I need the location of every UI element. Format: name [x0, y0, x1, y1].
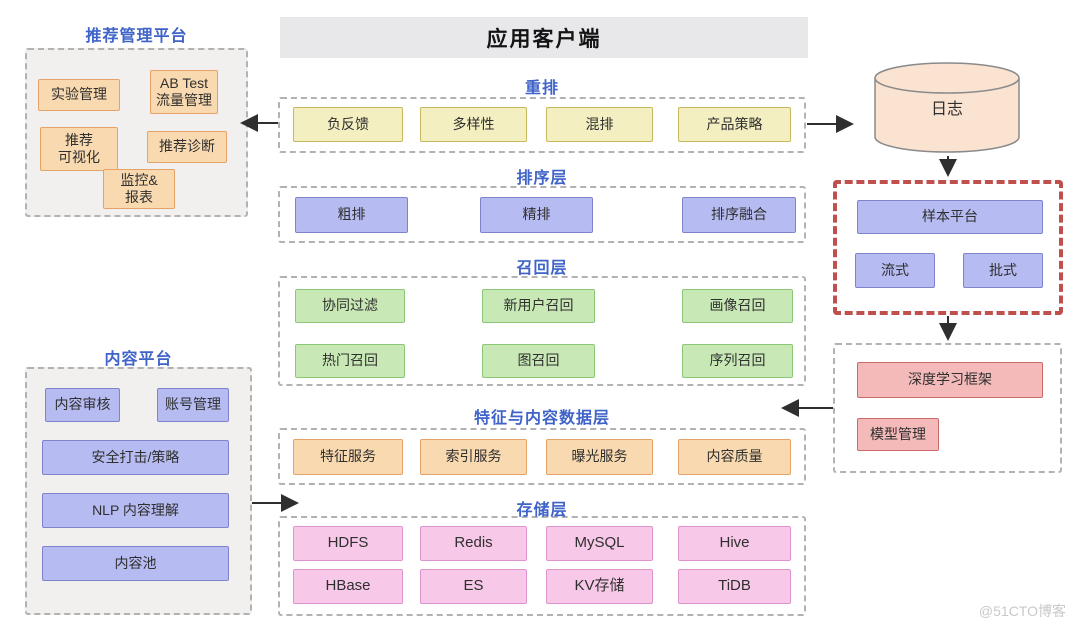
node-content-review: 内容审核: [45, 388, 120, 422]
node-account-management: 账号管理: [157, 388, 229, 422]
node-mixed-rank: 混排: [546, 107, 653, 142]
content-platform-title: 内容平台: [104, 351, 173, 368]
node-abtest-traffic: AB Test 流量管理: [150, 70, 218, 114]
node-diversity: 多样性: [420, 107, 527, 142]
node-feature-service: 特征服务: [293, 439, 403, 475]
node-graph-recall: 图召回: [482, 344, 595, 378]
node-hot-recall: 热门召回: [295, 344, 405, 378]
node-kv-storage: KV存储: [546, 569, 653, 604]
node-dl-framework: 深度学习框架: [857, 362, 1043, 398]
ml-platform-box: [833, 343, 1062, 473]
app-client-header: 应用客户端: [280, 17, 808, 58]
node-new-user-recall: 新用户召回: [482, 289, 595, 323]
node-tidb: TiDB: [678, 569, 791, 604]
node-hive: Hive: [678, 526, 791, 561]
node-collaborative-filtering: 协同过滤: [295, 289, 405, 323]
node-coarse-rank: 粗排: [295, 197, 408, 233]
node-sample-platform: 样本平台: [857, 200, 1043, 234]
rerank-box: [278, 97, 806, 153]
node-experiment-management: 实验管理: [38, 79, 120, 111]
sample-platform-box: [833, 180, 1063, 315]
rec-platform-title: 推荐管理平台: [85, 28, 188, 45]
ranking-title: 排序层: [516, 170, 568, 187]
node-monitor-report: 监控& 报表: [103, 169, 175, 209]
node-rec-visualization: 推荐 可视化: [40, 127, 118, 171]
node-nlp-understanding: NLP 内容理解: [42, 493, 229, 528]
node-security-strategy: 安全打击/策略: [42, 440, 229, 475]
node-model-management: 模型管理: [857, 418, 939, 451]
node-es: ES: [420, 569, 527, 604]
log-cylinder-icon: [874, 62, 1020, 153]
node-content-pool: 内容池: [42, 546, 229, 581]
node-fine-rank: 精排: [480, 197, 593, 233]
log-label: 日志: [930, 101, 963, 118]
node-hdfs: HDFS: [293, 526, 403, 561]
feature-box: [278, 428, 806, 485]
rerank-title: 重排: [524, 80, 559, 97]
node-redis: Redis: [420, 526, 527, 561]
node-mysql: MySQL: [546, 526, 653, 561]
node-product-strategy: 产品策略: [678, 107, 791, 142]
watermark: @51CTO博客: [978, 603, 1066, 619]
node-hbase: HBase: [293, 569, 403, 604]
ranking-box: [278, 186, 806, 243]
storage-box: [278, 516, 806, 616]
node-profile-recall: 画像召回: [682, 289, 793, 323]
node-exposure-service: 曝光服务: [546, 439, 653, 475]
recall-title: 召回层: [516, 260, 568, 277]
node-rec-diagnosis: 推荐诊断: [147, 131, 227, 163]
recall-box: [278, 276, 806, 386]
node-streaming: 流式: [855, 253, 935, 288]
node-index-service: 索引服务: [420, 439, 527, 475]
feature-title: 特征与内容数据层: [473, 410, 610, 427]
node-content-quality: 内容质量: [678, 439, 791, 475]
storage-title: 存储层: [516, 502, 568, 519]
node-rank-fusion: 排序融合: [682, 197, 796, 233]
node-sequence-recall: 序列召回: [682, 344, 793, 378]
node-batch: 批式: [963, 253, 1043, 288]
node-negative-feedback: 负反馈: [293, 107, 403, 142]
